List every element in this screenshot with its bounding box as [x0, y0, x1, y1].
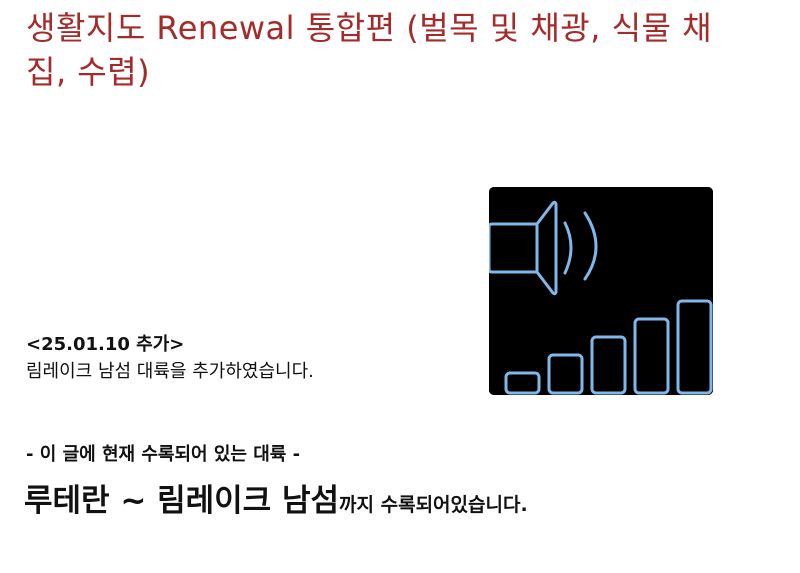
continent-range-suffix: 까지 수록되어있습니다. — [339, 494, 528, 516]
update-heading: <25.01.10 추가> — [26, 334, 185, 355]
continent-range: 루테란 ~ 림레이크 남섬까지 수록되어있습니다. — [24, 478, 528, 528]
continent-list-heading: - 이 글에 현재 수록되어 있는 대륙 - — [26, 444, 301, 465]
speaker-volume-image — [489, 187, 713, 395]
speaker-volume-icon — [489, 187, 713, 395]
continent-range-text: 루테란 ~ 림레이크 남섬 — [24, 483, 340, 519]
update-notice: <25.01.10 추가> 림레이크 남섬 대륙을 추가하였습니다. — [26, 332, 314, 386]
page-title: 생활지도 Renewal 통합편 (벌목 및 채광, 식물 채집, 수렵) — [26, 9, 713, 91]
update-body: 림레이크 남섬 대륙을 추가하였습니다. — [26, 361, 314, 382]
